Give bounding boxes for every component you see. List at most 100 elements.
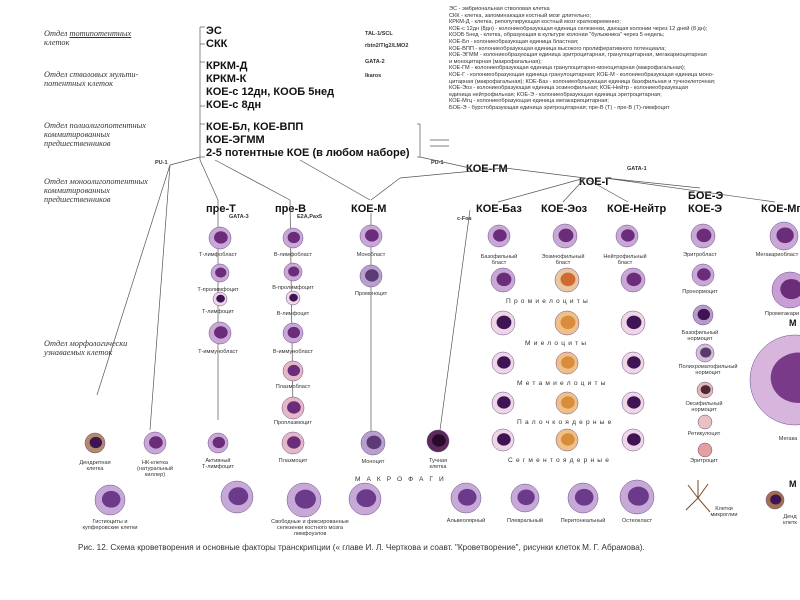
label-es: ЭС xyxy=(206,25,222,37)
cell-label-alveolar: Альвеолярный xyxy=(446,518,486,524)
cell-promonocyte xyxy=(359,264,383,288)
cell-segmented xyxy=(491,428,515,452)
cell-microglia xyxy=(685,480,711,513)
cell-macrophage xyxy=(567,482,599,514)
tree-line xyxy=(299,159,371,201)
tree-line xyxy=(419,156,471,169)
cell-band xyxy=(491,391,515,415)
cell-erythroblast xyxy=(690,223,716,249)
cell-neutrophil-blast xyxy=(615,224,639,248)
cell-label-proplasmocyte: Проплазмоцит xyxy=(274,420,312,426)
cell-label-mast: Тучная клетка xyxy=(428,458,448,470)
cell-active-t xyxy=(207,432,229,454)
stage-segmented: Сегментоядерные xyxy=(508,457,613,464)
label-2-5-potent: 2-5 потентные КОЕ (в любом наборе) xyxy=(206,147,410,159)
cell-oxyphilic-normocyte xyxy=(696,381,714,399)
cell-label-alveolar-free: Свободные и фиксированные селезенки кост… xyxy=(271,519,349,537)
cell-myelocyte xyxy=(490,310,516,336)
cell-label-baso-blast: Базофильный бласт xyxy=(480,254,518,266)
cell-label-monocyte: Моноцит xyxy=(361,459,385,465)
tree-line xyxy=(214,159,291,201)
cell-label-baso-normocyte: Базофильный нормоцит xyxy=(681,330,719,342)
cell-t-lymphoblast xyxy=(208,226,232,250)
cell-mast xyxy=(426,429,450,453)
cell-label-oxy-normocyte: Оксифильный нормоцит xyxy=(685,401,723,413)
legend-line: КОЕ-ВПП - колониеобразующая единица высо… xyxy=(449,45,666,52)
cell-eosinophil-blast xyxy=(552,223,578,249)
cell-label-b-prolymph: В-пролимфоцит xyxy=(272,285,314,291)
cell-plasmocyte xyxy=(281,431,305,455)
legend-line: КООБ 5нед - клетка, образующая в культур… xyxy=(449,32,665,39)
cell-promyelocyte xyxy=(554,267,580,293)
cell-label-megakaryocyte: Мегака xyxy=(778,436,798,442)
factor-pu1-right: PU-1 xyxy=(431,160,444,166)
cell-label-poly-normocyte: Полихроматофильный нормоцит xyxy=(678,364,738,376)
tree-line xyxy=(399,167,506,179)
branch-pre-t: пре-Т xyxy=(206,203,236,215)
cell-monoblast xyxy=(359,224,383,248)
cell-label-peritoneal: Перитонеальный xyxy=(560,518,606,524)
cell-segmented xyxy=(555,428,579,452)
tree-line xyxy=(562,177,586,203)
cell-label-dendritic: Дендритная клетка xyxy=(79,460,111,472)
label-skk: СКК xyxy=(206,38,228,50)
label-krkm-d: КРКМ-Д xyxy=(206,60,248,72)
cell-macrophage xyxy=(286,482,322,518)
cell-macrophage xyxy=(220,480,254,514)
factor-e2a-pax5: E2A,Pax5 xyxy=(297,214,323,220)
figure-caption: Рис. 12. Схема кроветворения и основные … xyxy=(78,543,645,552)
dept-monooligopotent: Отдел моноолигопотентных коммитированных… xyxy=(44,177,148,204)
legend-line: и моноцитарная (макрофагальная); xyxy=(449,58,542,65)
cell-label-microglia: Клетки микроглии xyxy=(710,506,738,518)
cell-megakaryoblast xyxy=(769,221,799,251)
branch-koe-eoz: КОЕ-Эоз xyxy=(541,203,588,215)
cell-label-erythrocyte: Эритроцит xyxy=(690,458,718,464)
factor-cfos: c-Fos xyxy=(457,216,472,222)
cell-basophil-blast xyxy=(487,224,511,248)
legend-line: КОЕ-Мгц - колониеобразующая единица мега… xyxy=(449,98,609,105)
tree-line xyxy=(199,159,219,201)
cell-promegakaryocyte xyxy=(771,271,800,309)
side-mark-top: М xyxy=(789,318,797,328)
cell-label-osteoclast: Остеокласт xyxy=(621,518,653,524)
legend-line: КОЕ-ГМ - колониеобразующая единица грану… xyxy=(449,65,686,72)
stage-promyelocytes: Промиелоциты xyxy=(506,298,591,305)
cell-label-plasmocyte: Плазмоцит xyxy=(278,458,308,464)
side-mark-bottom: М xyxy=(789,479,797,489)
cell-t-immunoblast xyxy=(208,321,232,345)
branch-koe-gm: КОЕ-ГМ xyxy=(466,163,508,175)
cell-label-promegakaryocyte: Промегакари xyxy=(764,311,800,317)
cell-metamyelocyte xyxy=(555,351,579,375)
tree-line xyxy=(604,177,776,203)
tree-line xyxy=(96,164,171,396)
legend-line: БОЕ-Э - бурстобразующая единица эритроци… xyxy=(449,104,670,111)
cell-promyelocyte xyxy=(620,267,646,293)
label-koe-s-8: КОЕ-с 8дн xyxy=(206,99,262,111)
cell-reticulocyte xyxy=(697,414,713,430)
dept-totipotent: Отдел тотипотентных клеток xyxy=(44,29,132,47)
legend-line: КОЕ-Бл - колониеобразующая единица бласт… xyxy=(449,38,579,45)
cell-macrophage xyxy=(348,482,382,516)
cell-plasmablast xyxy=(282,360,304,382)
legend-line: СКК - клетка, запоминающая костный мозг … xyxy=(449,12,591,19)
cell-t-lymphocyte xyxy=(212,291,228,307)
cell-band xyxy=(621,391,645,415)
cell-dendritic xyxy=(84,432,106,454)
cell-label-dendritic2: Денд клетк xyxy=(783,514,797,526)
cell-label-nk: НК-клетка (натуральный киллер) xyxy=(137,460,173,478)
factor-gata3: GATA-3 xyxy=(229,214,249,220)
cell-label-histiocytes: Гистиоциты и купферовские клетки xyxy=(82,519,138,531)
branch-koe-mg: КОЕ-Мг xyxy=(761,203,800,215)
cell-proplasmocyte xyxy=(281,396,305,420)
dept-stem-multipotent: Отдел стволовых мульти- потентных клеток xyxy=(44,70,139,88)
cell-label-pleural: Плевральный xyxy=(506,518,543,524)
cell-basophilic-normocyte xyxy=(692,304,714,326)
cell-macrophage xyxy=(510,483,540,513)
cell-megakaryocyte xyxy=(749,334,800,426)
legend-line: КОЕ-ЭГММ - колониеобразующая единица эри… xyxy=(449,52,707,59)
cell-promyelocyte xyxy=(490,267,516,293)
stage-band: Палочкоядерные xyxy=(517,419,615,426)
cell-band xyxy=(555,391,579,415)
